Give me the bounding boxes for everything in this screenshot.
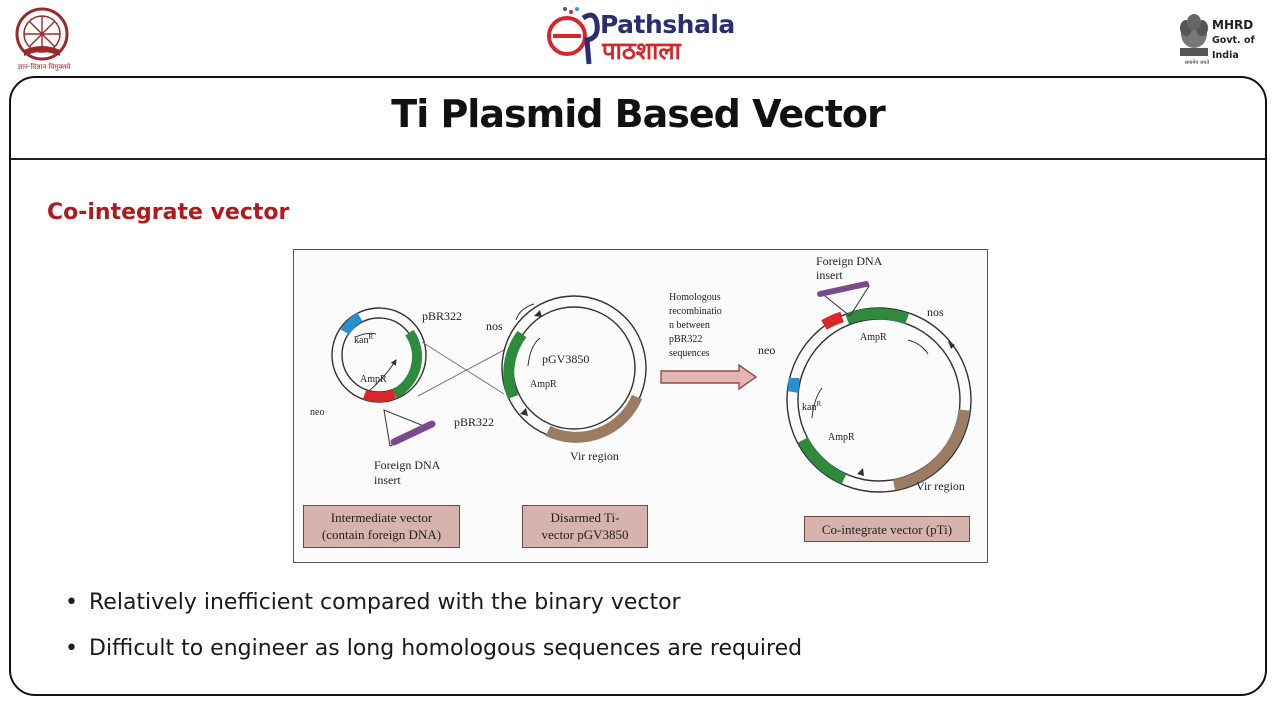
arrow-text-4: pBR322 [669, 334, 702, 345]
slide-title: Ti Plasmid Based Vector [391, 92, 885, 136]
bullet-dot-icon: • [65, 636, 78, 661]
slide-header: ज्ञान-विज्ञान विमुक्तये Pathshala पाठशाल… [0, 0, 1280, 76]
recombination-arrow: Homologous recombinatio n between pBR322… [660, 292, 758, 391]
mid-pbr322-segment [503, 330, 527, 399]
caption-disarmed-vector: Disarmed Ti- vector pGV3850 [522, 505, 648, 548]
bullet-item: • Difficult to engineer as long homologo… [61, 634, 802, 680]
section-heading: Co-integrate vector [47, 200, 290, 225]
right-ampr-label: AmpR [828, 432, 855, 443]
caption-cointegrate-vector: Co-integrate vector (pTi) [804, 516, 970, 542]
ashoka-emblem-icon [1180, 14, 1208, 56]
right-green-bottom-segment [798, 437, 847, 485]
slide-frame: Ti Plasmid Based Vector Co-integrate vec… [9, 76, 1267, 696]
epathshala-logo-icon [547, 7, 600, 65]
bullet-list: • Relatively inefficient compared with t… [61, 588, 802, 680]
emblem-caption: सत्यमेव जयते [1184, 60, 1210, 66]
ti-plasmid-diagram: pBR322 kanR AmpR neo Foreign DNA insert [293, 249, 988, 563]
ugc-caption: ज्ञान-विज्ञान विमुक्तये [17, 63, 71, 71]
epathshala-wordmark: Pathshala [600, 10, 735, 39]
mid-pbr322-label: pBR322 [454, 415, 494, 429]
arrow-text-2: recombinatio [669, 306, 722, 317]
arrow-text-3: n between [669, 320, 710, 331]
left-neo-label: neo [310, 407, 324, 418]
bullet-item: • Relatively inefficient compared with t… [61, 588, 802, 634]
cointegrate-plasmid: Foreign DNA insert nos AmpR neo kanR Amp… [758, 254, 972, 493]
right-nos-label: nos [927, 305, 944, 319]
right-ampr-top-label: AmpR [860, 332, 887, 343]
left-pbr322-label: pBR322 [422, 309, 462, 323]
pgv3850-plasmid: nos pGV3850 AmpR pBR322 Vir region [454, 295, 647, 463]
mid-ampr-label: AmpR [530, 379, 557, 390]
foreign-dna-insert [390, 420, 436, 446]
right-vir-segment [892, 409, 970, 491]
right-green-top-segment [845, 308, 909, 325]
right-neo-label: neo [758, 343, 775, 357]
diagram-canvas: pBR322 kanR AmpR neo Foreign DNA insert [310, 254, 972, 493]
vir-region-segment [545, 394, 643, 443]
intermediate-vector-plasmid: pBR322 kanR AmpR neo Foreign DNA insert [310, 307, 462, 487]
right-foreign-dna-label-2: insert [816, 268, 843, 282]
mid-plasmid-name: pGV3850 [542, 352, 589, 366]
ugc-logo-icon [15, 7, 69, 61]
right-red-segment [821, 311, 844, 330]
left-foreign-dna-label: Foreign DNA [374, 458, 441, 472]
right-vir-label: Vir region [916, 479, 965, 493]
caption-intermediate-vector: Intermediate vector (contain foreign DNA… [303, 505, 460, 548]
blue-segment [340, 312, 363, 335]
red-segment [362, 389, 397, 403]
right-kanr-label: kanR [802, 400, 821, 413]
right-foreign-dna-insert [817, 281, 869, 297]
epathshala-hindi-wordmark: पाठशाला [602, 37, 681, 65]
left-kanr-label: kanR [354, 333, 373, 346]
right-blue-segment [787, 377, 800, 393]
arrow-text-1: Homologous [669, 292, 721, 303]
mid-nos-label: nos [486, 319, 503, 333]
left-ampr-label: AmpR [360, 374, 387, 385]
mid-vir-label: Vir region [570, 449, 619, 463]
crossover-lines [417, 341, 505, 397]
right-foreign-dna-label: Foreign DNA [816, 254, 883, 268]
title-bar: Ti Plasmid Based Vector [11, 78, 1265, 160]
arrow-shape [660, 363, 758, 391]
bullet-dot-icon: • [65, 590, 78, 615]
pbr322-segment [391, 329, 423, 399]
arrow-text-5: sequences [669, 348, 710, 359]
left-foreign-dna-label-2: insert [374, 473, 401, 487]
mhrd-name: MHRD [1212, 18, 1254, 32]
mhrd-sub: Govt. of India [1212, 35, 1255, 61]
mhrd-label: MHRD Govt. of India [1212, 18, 1280, 63]
